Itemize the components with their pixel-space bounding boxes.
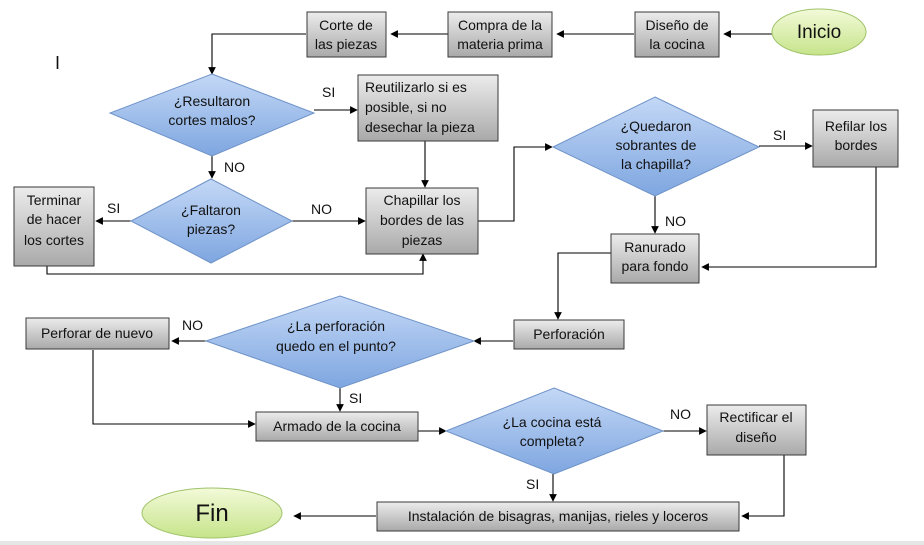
- node-reutilizar: Reutilizarlo si es posible, si no desech…: [357, 74, 499, 142]
- node-chapillar-line-2: bordes de las: [380, 212, 464, 228]
- node-corte: Corte de las piezas: [306, 11, 387, 58]
- edge-chapillar-quedaron: [478, 143, 553, 222]
- node-resultaron: ¿Resultaron cortes malos?: [108, 73, 316, 157]
- node-chapillar: Chapillar los bordes de las piezas: [365, 187, 479, 255]
- label-completa-no: NO: [670, 406, 691, 422]
- node-rectificar: Rectificar el diseño: [706, 404, 807, 456]
- node-reutilizar-line-2: posible, si no: [365, 99, 447, 115]
- node-completa: ¿La cocina está completa?: [444, 387, 665, 475]
- node-fin-label: Fin: [195, 500, 228, 527]
- edge-refilar-ranurado: [701, 167, 877, 271]
- node-quedaron-line-3: la chapilla?: [621, 156, 691, 172]
- node-faltaron-line-1: ¿Faltaron: [181, 202, 241, 218]
- edge-corte-resultaron: [208, 33, 306, 75]
- node-quedaron-line-2: sobrantes de: [616, 137, 697, 153]
- node-armado: Armado de la cocina: [255, 411, 419, 442]
- node-reutilizar-line-3: desechar la pieza: [365, 119, 475, 135]
- node-fin: Fin: [141, 487, 283, 539]
- node-inicio-label: Inicio: [797, 22, 841, 43]
- node-compra-line-1: Compra de la: [458, 17, 542, 33]
- node-quedaron: ¿Quedaron sobrantes de la chapilla?: [551, 96, 761, 197]
- node-diseno-line-2: la cocina: [649, 36, 704, 52]
- edge-terminar-chapillar: [46, 253, 427, 275]
- node-faltaron: ¿Faltaron piezas?: [129, 178, 294, 264]
- label-perforacion-si: SI: [349, 390, 362, 406]
- node-terminar-line-3: los cortes: [24, 232, 84, 248]
- node-perforacion-q-line-1: ¿La perforación: [287, 318, 385, 334]
- node-instalacion: Instalación de bisagras, manijas, rieles…: [376, 501, 740, 532]
- node-perforacion-label: Perforación: [533, 326, 605, 342]
- label-quedaron-si: SI: [773, 127, 786, 143]
- label-perforacion-no: NO: [182, 317, 203, 333]
- node-compra: Compra de la materia prima: [447, 11, 553, 58]
- node-refilar-line-1: Refilar los: [825, 118, 887, 134]
- stray-mark: I: [55, 53, 60, 73]
- node-compra-line-2: materia prima: [457, 36, 543, 52]
- node-rectificar-line-1: Rectificar el: [719, 409, 792, 425]
- label-resultaron-si: SI: [322, 84, 335, 100]
- node-completa-line-1: ¿La cocina está: [503, 414, 602, 430]
- node-terminar-line-1: Terminar: [27, 192, 82, 208]
- edge-labels: SI NO SI NO SI NO NO SI NO SI: [107, 84, 786, 492]
- node-perforar-label: Perforar de nuevo: [41, 325, 153, 341]
- node-faltaron-line-2: piezas?: [187, 221, 235, 237]
- node-corte-line-2: las piezas: [315, 36, 377, 52]
- node-armado-label: Armado de la cocina: [273, 418, 401, 434]
- node-rectificar-line-2: diseño: [735, 429, 776, 445]
- node-ranurado: Ranurado para fondo: [610, 233, 700, 284]
- node-resultaron-line-1: ¿Resultaron: [174, 93, 250, 109]
- node-quedaron-line-1: ¿Quedaron: [621, 118, 692, 134]
- node-refilar: Refilar los bordes: [812, 109, 899, 168]
- node-terminar-line-2: de hacer: [27, 211, 82, 227]
- node-chapillar-line-3: piezas: [402, 232, 442, 248]
- node-chapillar-line-1: Chapillar los: [383, 192, 460, 208]
- edges: [46, 30, 877, 520]
- node-resultaron-line-2: cortes malos?: [168, 112, 255, 128]
- node-completa-line-2: completa?: [520, 433, 585, 449]
- label-faltaron-no: NO: [311, 201, 332, 217]
- node-perforacion-q-line-2: quedo en el punto?: [276, 338, 396, 354]
- node-refilar-line-2: bordes: [835, 137, 878, 153]
- label-completa-si: SI: [526, 476, 539, 492]
- node-inicio: Inicio: [771, 8, 867, 56]
- edge-ranurado-perforacion: [554, 252, 611, 320]
- edge-perforar-armado: [92, 350, 256, 428]
- node-diseno-line-1: Diseño de: [645, 17, 708, 33]
- label-faltaron-si: SI: [107, 200, 120, 216]
- node-ranurado-line-2: para fondo: [622, 258, 689, 274]
- node-perforacion: Perforación: [513, 319, 625, 350]
- node-instalacion-label: Instalación de bisagras, manijas, rieles…: [408, 508, 708, 524]
- node-ranurado-line-1: Ranurado: [624, 239, 686, 255]
- node-perforacion-q: ¿La perforación quedo en el punto?: [204, 295, 476, 389]
- edge-rectificar-instalacion: [741, 455, 785, 520]
- node-reutilizar-line-1: Reutilizarlo si es: [365, 79, 467, 95]
- page-bottom-edge: [0, 541, 924, 545]
- node-perforar: Perforar de nuevo: [25, 317, 170, 350]
- node-terminar: Terminar de hacer los cortes: [13, 186, 95, 267]
- label-quedaron-no: NO: [665, 213, 686, 229]
- node-corte-line-1: Corte de: [319, 17, 373, 33]
- node-diseno: Diseño de la cocina: [634, 11, 720, 58]
- label-resultaron-no: NO: [224, 159, 245, 175]
